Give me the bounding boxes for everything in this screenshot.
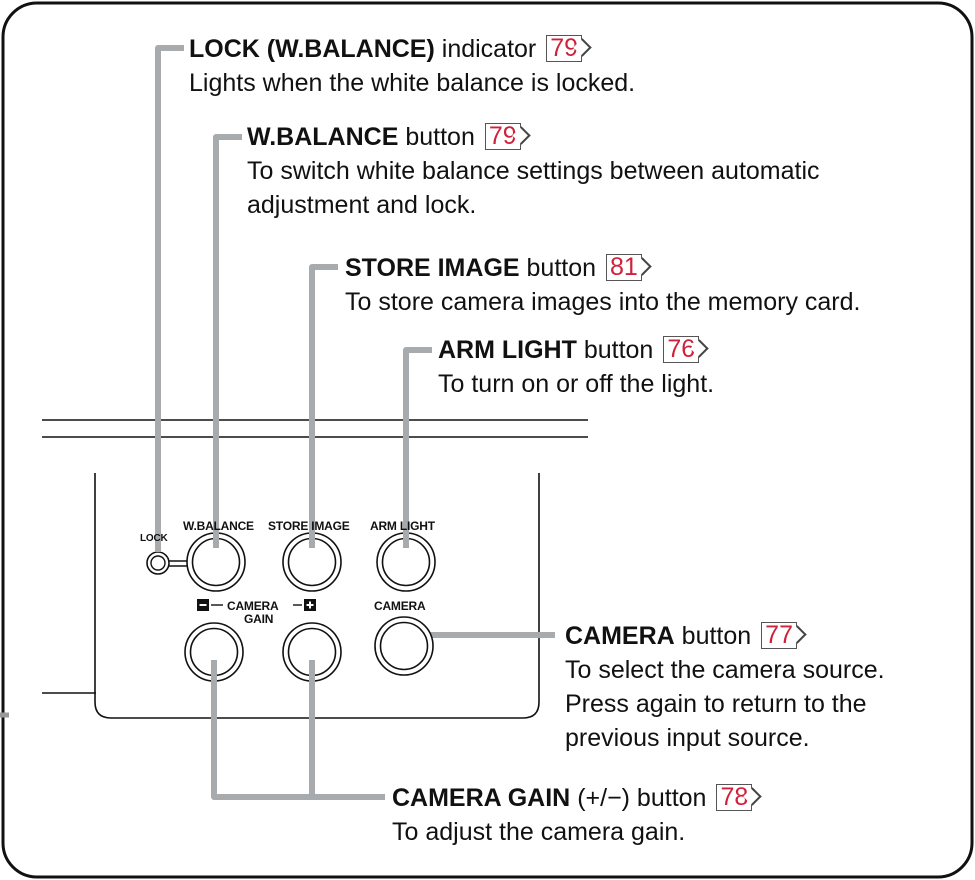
gain-label-bottom: GAIN (244, 612, 274, 626)
callout-description: Lights when the white balance is locked. (189, 69, 636, 97)
callout-description: To store camera images into the memory c… (345, 288, 861, 316)
callout-suffix: (+/−) button (570, 784, 707, 812)
callout-suffix: button (576, 336, 654, 364)
page-reference[interactable]: 79 (546, 35, 583, 62)
lock-indicator (146, 551, 190, 575)
callout-description: adjustment and lock. (247, 191, 477, 219)
callout-wbalance-button: W.BALANCE button 79 To switch white balan… (247, 120, 820, 222)
callout-title: CAMERA GAIN (392, 784, 571, 812)
callout-description: To select the camera source. (565, 656, 885, 684)
callout-arm-light-button: ARM LIGHT button 76 To turn on or off the… (438, 333, 714, 401)
store-image-label: STORE IMAGE (268, 519, 350, 533)
page-reference[interactable]: 77 (761, 622, 797, 649)
plus-icon (304, 599, 316, 611)
callout-title: LOCK (W.BALANCE) (189, 35, 435, 63)
callout-description: previous input source. (565, 724, 810, 752)
callout-suffix: button (674, 622, 752, 650)
camera-button-shape (374, 616, 434, 676)
callout-description: To turn on or off the light. (438, 370, 715, 398)
callout-title: W.BALANCE (247, 123, 399, 151)
camera-label: CAMERA (374, 599, 426, 613)
callout-camera-button: CAMERA button 77 To select the camera sou… (565, 619, 885, 755)
panel-buttons (184, 532, 436, 682)
page-reference[interactable]: 79 (484, 123, 521, 150)
gain-plus-button-shape (282, 622, 342, 682)
callout-suffix: indicator (434, 35, 537, 63)
page-reference[interactable]: 78 (716, 784, 753, 811)
callout-camera-gain-button: CAMERA GAIN (+/−) button 78 To adjust the… (392, 781, 753, 849)
wbalance-label: W.BALANCE (183, 519, 254, 533)
lock-label: LOCK (140, 533, 168, 544)
gain-minus-button-shape (184, 622, 244, 682)
callout-description: To switch white balance settings between… (247, 157, 820, 185)
leader-armlight (403, 347, 432, 548)
callout-title: ARM LIGHT (438, 336, 577, 364)
leader-store (309, 264, 338, 548)
page-reference[interactable]: 81 (606, 254, 642, 281)
arm-light-label: ARM LIGHT (370, 519, 435, 533)
leader-wbalance (213, 134, 242, 548)
callout-title: STORE IMAGE (345, 254, 520, 282)
callout-description: To adjust the camera gain. (392, 818, 686, 846)
callout-suffix: button (398, 123, 475, 151)
store-image-button-shape (282, 532, 342, 592)
gain-label-top: CAMERA (227, 599, 279, 613)
minus-icon (197, 599, 209, 611)
callout-lock-indicator: LOCK (W.BALANCE) indicator 79 Lights when… (189, 32, 635, 100)
leader-lock (155, 45, 184, 556)
callout-store-image-button: STORE IMAGE button 81 To store camera ima… (345, 251, 860, 319)
callout-description: Press again to return to the (565, 690, 867, 718)
callout-title: CAMERA (565, 622, 675, 650)
wbalance-button-shape (186, 532, 246, 592)
page-reference[interactable]: 76 (663, 336, 700, 363)
callout-suffix: button (519, 254, 597, 282)
